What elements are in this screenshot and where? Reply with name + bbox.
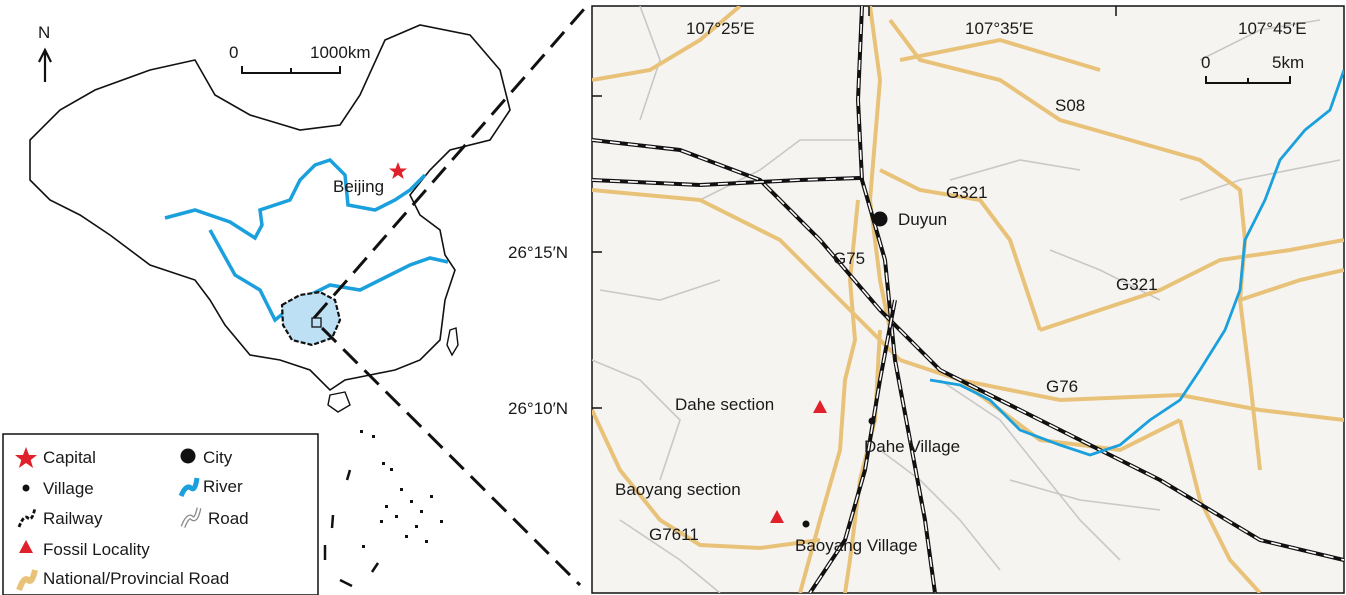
legend-village-dot-icon [22,484,30,492]
legend-road-icon-inner [181,507,201,528]
overview-scale-end: 1000km [310,43,370,62]
lat-tick-1: 26°15′N [508,243,568,262]
taiwan-island [446,327,459,357]
yangtze-river [208,229,449,323]
baoyang-fossil-triangle-icon [770,510,784,523]
road-label-g7611: G7611 [649,525,699,544]
legend-city-dot-icon [180,448,196,464]
road-ne2 [1239,268,1344,302]
dahe-section-label: Dahe section [675,395,774,414]
legend-village-label: Village [43,479,94,498]
lon-tick-1: 107°25′E [686,19,755,38]
legend-road-label: Road [208,509,249,528]
dahe-village-label: Dahe Village [864,437,960,456]
legend-river-icon [178,477,200,498]
study-area-box [311,317,322,328]
road-nw [592,6,742,82]
hainan-island [327,391,351,413]
baoyang-village-label: Baoyang Village [795,536,918,555]
lat-tick-2: 26°10′N [508,399,568,418]
railways [592,6,1344,593]
road-label-g76: G76 [1046,377,1078,396]
north-label: N [38,23,50,42]
legend-national-road-label: National/Provincial Road [43,569,229,588]
legend-capital-star-icon [15,447,37,468]
road-g321-north [879,168,1042,331]
detail-map: 107°25′E 107°35′E 107°45′E 26°15′N 26°10… [508,5,1345,594]
detail-map-frame [591,5,1345,594]
legend-fossil-label: Fossil Locality [43,540,150,559]
baoyang-section-label: Baoyang section [615,480,741,499]
road-label-g321-a: G321 [946,183,988,202]
legend-railway-icon [17,507,37,528]
south-sea-islands [360,430,443,548]
beijing-label: Beijing [333,177,384,196]
yellow-river [164,157,427,241]
baoyang-village-dot-icon [802,520,810,528]
road-g75-a [867,6,892,331]
dahe-village-dot-icon [868,417,876,425]
river [929,69,1344,457]
city-dot-icon [872,211,888,227]
road-label-g321-b: G321 [1116,275,1158,294]
road-g75-b [798,199,860,593]
legend: Capital City Village River Railway Road … [2,433,319,595]
legend-river-label: River [203,477,243,496]
overview-scale-bar [241,66,341,74]
lon-tick-3: 107°45′E [1238,19,1307,38]
nine-dash-line [323,469,380,588]
lon-tick-2: 107°35′E [965,19,1034,38]
road-g321-east [1039,238,1344,332]
road-label-s08: S08 [1055,96,1085,115]
road-north-east [899,37,1101,72]
legend-capital-label: Capital [43,448,96,467]
capital-star-icon [389,162,407,179]
detail-scale-end: 5km [1272,53,1304,72]
legend-fossil-triangle-icon [19,540,33,553]
detail-scale-bar [1205,76,1291,84]
legend-national-road-icon [16,569,38,592]
minor-roads [592,6,1341,593]
legend-railway-label: Railway [43,509,103,528]
legend-city-label: City [203,448,233,467]
connector-lines [312,7,587,587]
road-label-g75: G75 [833,249,865,268]
road-westlink [592,188,902,362]
road-west-south [592,409,821,551]
overview-scale-start: 0 [229,43,238,62]
dahe-fossil-triangle-icon [813,400,827,413]
north-arrow-icon [38,47,52,82]
city-label-duyun: Duyun [898,210,947,229]
road-s08 [888,18,1262,471]
detail-scale-start: 0 [1201,53,1210,72]
legend-box [2,433,319,595]
road-east-s [1178,419,1262,593]
axis-ticks [592,6,1117,409]
